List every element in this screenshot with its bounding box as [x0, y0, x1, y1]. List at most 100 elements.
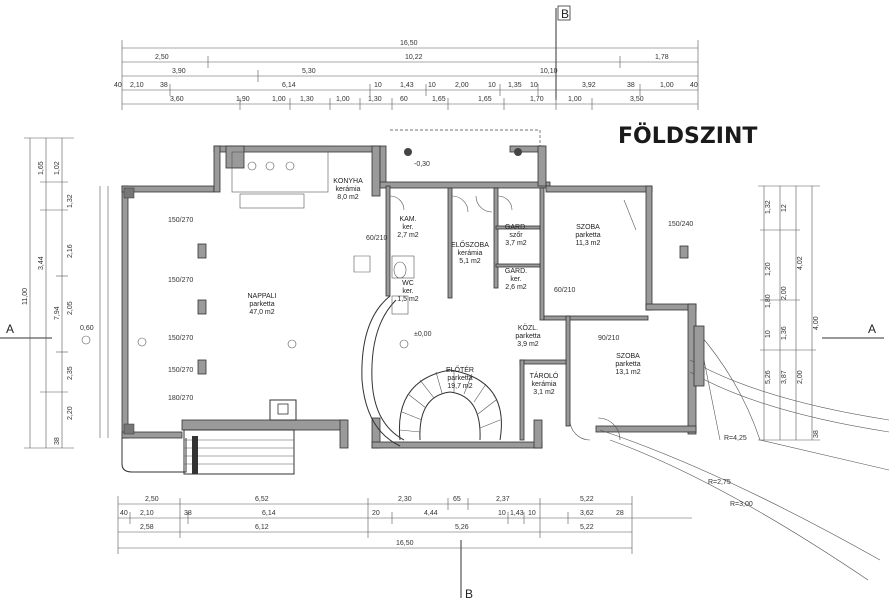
room-hall: ELŐSZOBA kerámia 5,1 m2 [451, 240, 489, 265]
room-name-corridor: KÖZL. [518, 324, 538, 332]
dim-bottom-r2-2: 38 [184, 510, 192, 517]
room-pantry: KAM. ker. 2,7 m2 [397, 216, 419, 239]
dim-top-r5-3: 1,30 [300, 96, 314, 103]
dim-top-r4-8: 10 [488, 82, 496, 89]
dim-bottom-r1-1: 6,52 [255, 496, 269, 503]
opening-label-2: 150/270 [168, 335, 193, 342]
dim-left-11: 38 [54, 437, 61, 445]
column-right-2 [693, 325, 705, 387]
section-box-b-top [557, 5, 571, 21]
room-area-wardrobe-1: 3,7 m2 [505, 240, 527, 247]
room-area-bedroom-1: 11,3 m2 [576, 240, 601, 247]
opening-label-1: 150/270 [168, 277, 193, 284]
dim-top-r5-5: 1,30 [368, 96, 382, 103]
dim-top-r4-7: 2,00 [455, 82, 469, 89]
dimension-chains-left [24, 137, 74, 449]
dim-top-r3-2: 10,10 [540, 68, 558, 75]
room-floor-entry: parketta [447, 375, 472, 382]
room-storage: TÁROLÓ kerámia 3,1 m2 [530, 371, 559, 396]
room-area-pantry: 2,7 m2 [397, 232, 419, 239]
room-floor-pantry: ker. [402, 224, 413, 231]
dim-top-r4-3: 6,14 [282, 82, 296, 89]
dim-bottom-r2-4: 20 [372, 510, 380, 517]
dim-left-0: 11,00 [22, 288, 29, 305]
room-name-kitchen: KONYHA [333, 178, 363, 185]
room-floor-kitchen: kerámia [336, 186, 361, 193]
kitchen-fixtures [231, 151, 329, 209]
section-label-a-left: A [6, 322, 14, 336]
dim-bottom-r1-2: 2,30 [398, 496, 412, 503]
dim-right-1: 12 [781, 204, 788, 212]
dim-bottom-r3-3: 5,22 [580, 524, 594, 531]
room-name-wardrobe-1: GARD. [505, 224, 527, 231]
column-right-1 [679, 245, 689, 259]
plan-title: FÖLDSZINT [618, 123, 757, 149]
opening-label-6: 60/210 [366, 235, 388, 242]
dim-top-r3-0: 3,90 [172, 68, 186, 75]
opening-label-5: 150/240 [668, 221, 693, 228]
dim-bottom-r2-7: 1,43 [510, 510, 524, 517]
building-walls [121, 145, 697, 449]
opening-label-8: 90/210 [598, 335, 620, 342]
dim-right-10: 3,87 [781, 370, 788, 384]
room-floor-hall: kerámia [458, 250, 483, 257]
radius-label-3: R=3,00 [730, 501, 753, 508]
dim-bottom-r1-5: 5,22 [580, 496, 594, 503]
dim-top-r4-2: 38 [160, 82, 168, 89]
dim-top-r2-2: 1,78 [655, 54, 669, 61]
dim-top-r4-12: 38 [627, 82, 635, 89]
terrace-outline [121, 438, 187, 473]
dim-left-2: 1,02 [54, 161, 61, 175]
garden-paths [599, 329, 889, 581]
dim-left-8: 0,60 [80, 325, 94, 332]
dim-bottom-r1-4: 2,37 [496, 496, 510, 503]
level-note: ±0,00 [414, 331, 432, 338]
dim-bottom-r2-8: 10 [528, 510, 536, 517]
room-name-hall: ELŐSZOBA [451, 240, 489, 249]
dim-bottom-total: 16,50 [396, 540, 414, 547]
room-area-kitchen: 8,0 m2 [337, 194, 359, 201]
dim-top-r3-1: 5,30 [302, 68, 316, 75]
room-bedroom-2: SZOBA parketta 13,1 m2 [615, 353, 640, 376]
room-kitchen: KONYHA kerámia 8,0 m2 [333, 178, 363, 201]
room-wardrobe-2: GARD. ker. 2,6 m2 [505, 268, 527, 291]
radius-label-1: R=4,25 [724, 435, 747, 442]
room-area-storage: 3,1 m2 [533, 389, 555, 396]
opening-label-4: 180/270 [168, 395, 193, 402]
dim-top-r4-4: 10 [374, 82, 382, 89]
room-area-wc: 1,5 m2 [397, 296, 419, 303]
room-floor-wardrobe-2: ker. [510, 276, 521, 283]
dim-right-5: 2,00 [781, 286, 788, 300]
dim-top-r5-9: 1,70 [530, 96, 544, 103]
dim-right-2: 1,20 [765, 262, 772, 276]
room-area-wardrobe-2: 2,6 m2 [505, 284, 527, 291]
room-name-wardrobe-2: GARD. [505, 268, 527, 275]
dim-bottom-r1-0: 2,50 [145, 496, 159, 503]
dim-left-3: 1,32 [67, 194, 74, 208]
dim-top-r5-10: 1,00 [568, 96, 582, 103]
dim-top-r5-0: 3,60 [170, 96, 184, 103]
dim-right-4: 1,80 [765, 294, 772, 308]
dim-right-11: 2,00 [797, 370, 804, 384]
room-corridor: KÖZL. parketta 3,9 m2 [515, 324, 540, 348]
dim-top-r2-1: 10,22 [405, 54, 423, 61]
room-area-entry: 19,7 m2 [447, 383, 472, 390]
room-area-hall: 5,1 m2 [459, 258, 481, 265]
room-bedroom-1: SZOBA parketta 11,3 m2 [575, 224, 600, 247]
dim-top-r4-5: 1,43 [400, 82, 414, 89]
room-name-wc: WC [402, 280, 414, 287]
dim-right-0: 1,32 [765, 200, 772, 214]
dim-left-4: 2,16 [67, 244, 74, 258]
dim-bottom-r2-9: 3,62 [580, 510, 594, 517]
dim-right-9: 5,26 [765, 370, 772, 384]
room-living: NAPPALI parketta 47,0 m2 [247, 293, 276, 316]
dim-top-r4-10: 10 [530, 82, 538, 89]
room-wardrobe-1: GARD. szőr 3,7 m2 [505, 224, 527, 247]
dim-bottom-r2-6: 10 [498, 510, 506, 517]
dimension-labels-right: 1,32 12 1,20 4,02 1,80 2,00 10 1,36 4,00… [765, 200, 820, 438]
dim-left-10: 2,20 [67, 406, 74, 420]
dim-bottom-r2-3: 6,14 [262, 510, 276, 517]
dim-top-r4-14: 40 [690, 82, 698, 89]
dim-left-5: 3,44 [38, 256, 45, 270]
dim-top-r5-1: 1,90 [236, 96, 250, 103]
